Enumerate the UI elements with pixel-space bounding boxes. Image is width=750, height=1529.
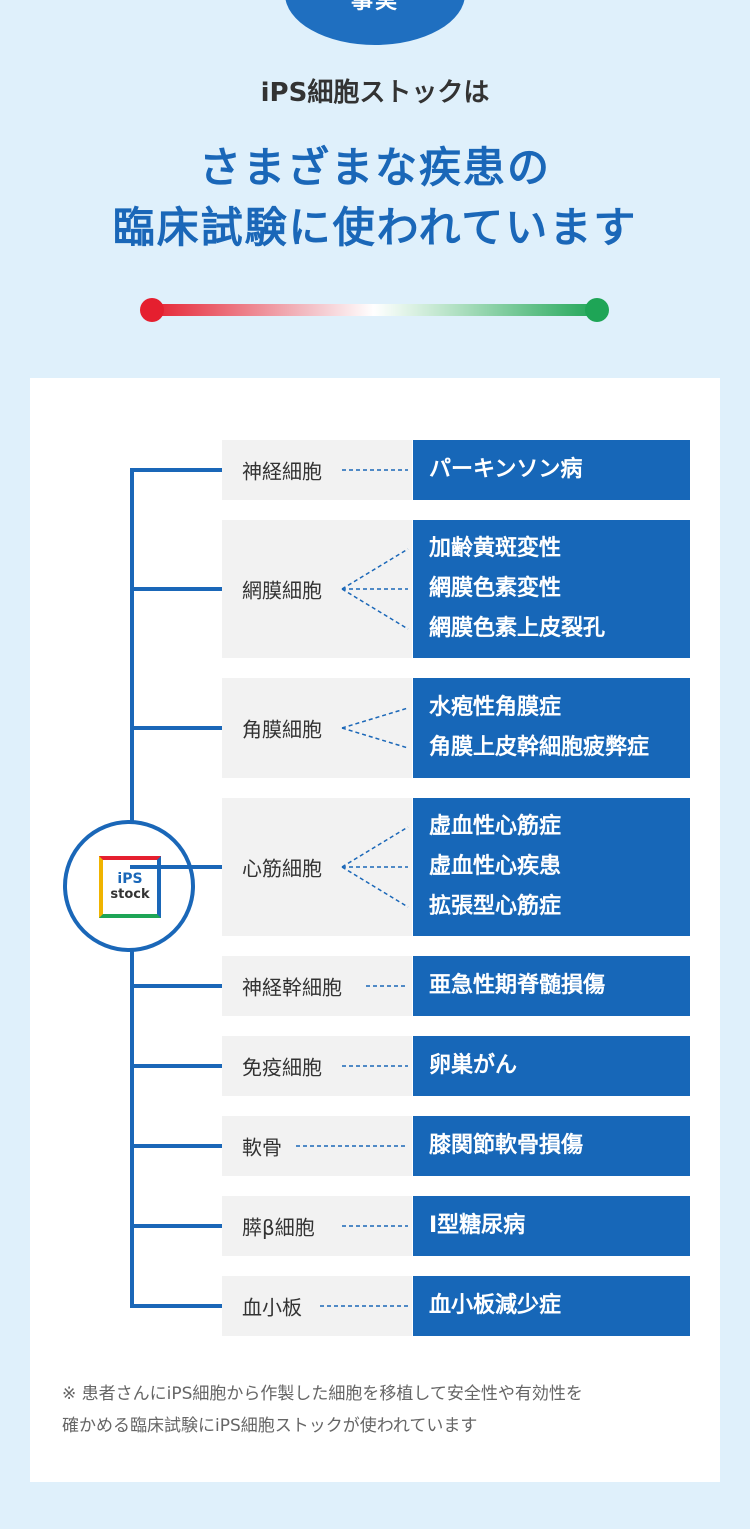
ips-stock-logo: iPS stock [99,856,161,918]
branch-line [130,1224,222,1228]
dashed-connector [341,707,409,729]
headline-line-1: さまざまな疾患の [198,143,551,192]
fact-tab: 事実 [285,0,465,45]
footnote-line-1: ※ 患者さんにiPS細胞から作製した細胞を移植して安全性や有効性を [62,1384,583,1404]
dashed-connectors [341,548,409,630]
disease-label: 虚血性心疾患 [429,854,562,879]
cell-type-label: 免疫細胞 [242,1055,322,1080]
cell-type-label: 血小板 [242,1295,302,1320]
cell-type-box: 角膜細胞 [222,678,412,778]
cell-row: 免疫細胞 卵巣がん [222,1036,690,1096]
branch-line [130,587,222,591]
cell-row: 角膜細胞 水疱性角膜症角膜上皮幹細胞疲弊症 [222,678,690,778]
cell-row: 網膜細胞 加齢黄斑変性網膜色素変性網膜色素上皮裂孔 [222,520,690,658]
dashed-connector [341,548,409,590]
headline: さまざまな疾患の 臨床試験に使われています [0,138,750,258]
disease-label: 網膜色素変性 [429,576,562,601]
disease-label: 卵巣がん [429,1053,518,1078]
cell-type-label: 角膜細胞 [242,717,322,742]
footnote: ※ 患者さんにiPS細胞から作製した細胞を移植して安全性や有効性を 確かめる臨床… [62,1378,692,1442]
disease-label: 虚血性心筋症 [429,814,562,839]
cell-row: 膵β細胞 I型糖尿病 [222,1196,690,1256]
branch-line [130,1064,222,1068]
dashed-connector [341,588,409,630]
disease-label: 亜急性期脊髄損傷 [429,973,606,998]
disease-label: 膝関節軟骨損傷 [429,1133,584,1158]
disease-box: I型糖尿病 [413,1196,690,1256]
disease-label: 網膜色素上皮裂孔 [429,616,606,641]
dashed-connectors [341,707,409,749]
disease-box: パーキンソン病 [413,440,690,500]
gradient-divider [148,304,600,316]
cell-row: 軟骨 膝関節軟骨損傷 [222,1116,690,1176]
disease-box: 加齢黄斑変性網膜色素変性網膜色素上皮裂孔 [413,520,690,658]
branch-line [130,1304,222,1308]
dashed-connector [341,866,409,908]
cell-type-label: 軟骨 [242,1135,282,1160]
divider-dot-red [140,298,164,322]
dashed-connector [341,727,409,749]
footnote-line-2: 確かめる臨床試験にiPS細胞ストックが使われています [62,1416,478,1436]
disease-label: 加齢黄斑変性 [429,536,562,561]
cell-type-box: 神経細胞 [222,440,412,500]
disease-label: 血小板減少症 [429,1293,562,1318]
branch-line [130,865,222,869]
logo-text-stock: stock [110,887,150,902]
cell-type-label: 膵β細胞 [242,1215,315,1240]
branch-line [130,984,222,988]
dashed-connectors [320,1305,408,1307]
disease-box: 血小板減少症 [413,1276,690,1336]
dashed-connectors [341,826,409,908]
disease-box: 卵巣がん [413,1036,690,1096]
disease-box: 膝関節軟骨損傷 [413,1116,690,1176]
cell-row: 神経幹細胞 亜急性期脊髄損傷 [222,956,690,1016]
disease-label: 水疱性角膜症 [429,695,562,720]
subtitle: iPS細胞ストックは [260,78,490,108]
dashed-connectors [296,1145,408,1147]
dashed-connectors [342,469,408,471]
branch-line [130,468,222,472]
dashed-connectors [342,1065,408,1067]
cell-type-label: 網膜細胞 [242,578,322,603]
branch-line [130,1144,222,1148]
cell-type-box: 血小板 [222,1276,412,1336]
disease-label: I型糖尿病 [429,1213,526,1238]
cell-type-label: 心筋細胞 [242,856,322,881]
cell-row: 心筋細胞 虚血性心筋症虚血性心疾患拡張型心筋症 [222,798,690,936]
dashed-connector [341,826,409,868]
diagram-card: iPS stock 神経細胞 パーキンソン病網膜細胞 加齢黄斑変性網膜色素変性網膜色… [30,378,720,1482]
disease-label: パーキンソン病 [429,457,583,482]
dashed-connectors [342,1225,408,1227]
branch-line [130,726,222,730]
fact-tab-label: 事実 [350,0,399,14]
disease-label: 角膜上皮幹細胞疲弊症 [429,735,650,760]
logo-text-ips: iPS [117,871,143,887]
ips-stock-hub: iPS stock [63,820,195,952]
dashed-connectors [366,985,408,987]
disease-box: 亜急性期脊髄損傷 [413,956,690,1016]
cell-type-label: 神経細胞 [242,459,322,484]
cell-row: 血小板 血小板減少症 [222,1276,690,1336]
headline-line-2: 臨床試験に使われています [112,203,638,252]
divider-dot-green [585,298,609,322]
cell-type-label: 神経幹細胞 [242,975,342,1000]
cell-row: 神経細胞 パーキンソン病 [222,440,690,500]
disease-box: 虚血性心筋症虚血性心疾患拡張型心筋症 [413,798,690,936]
disease-box: 水疱性角膜症角膜上皮幹細胞疲弊症 [413,678,690,778]
disease-label: 拡張型心筋症 [429,894,562,919]
